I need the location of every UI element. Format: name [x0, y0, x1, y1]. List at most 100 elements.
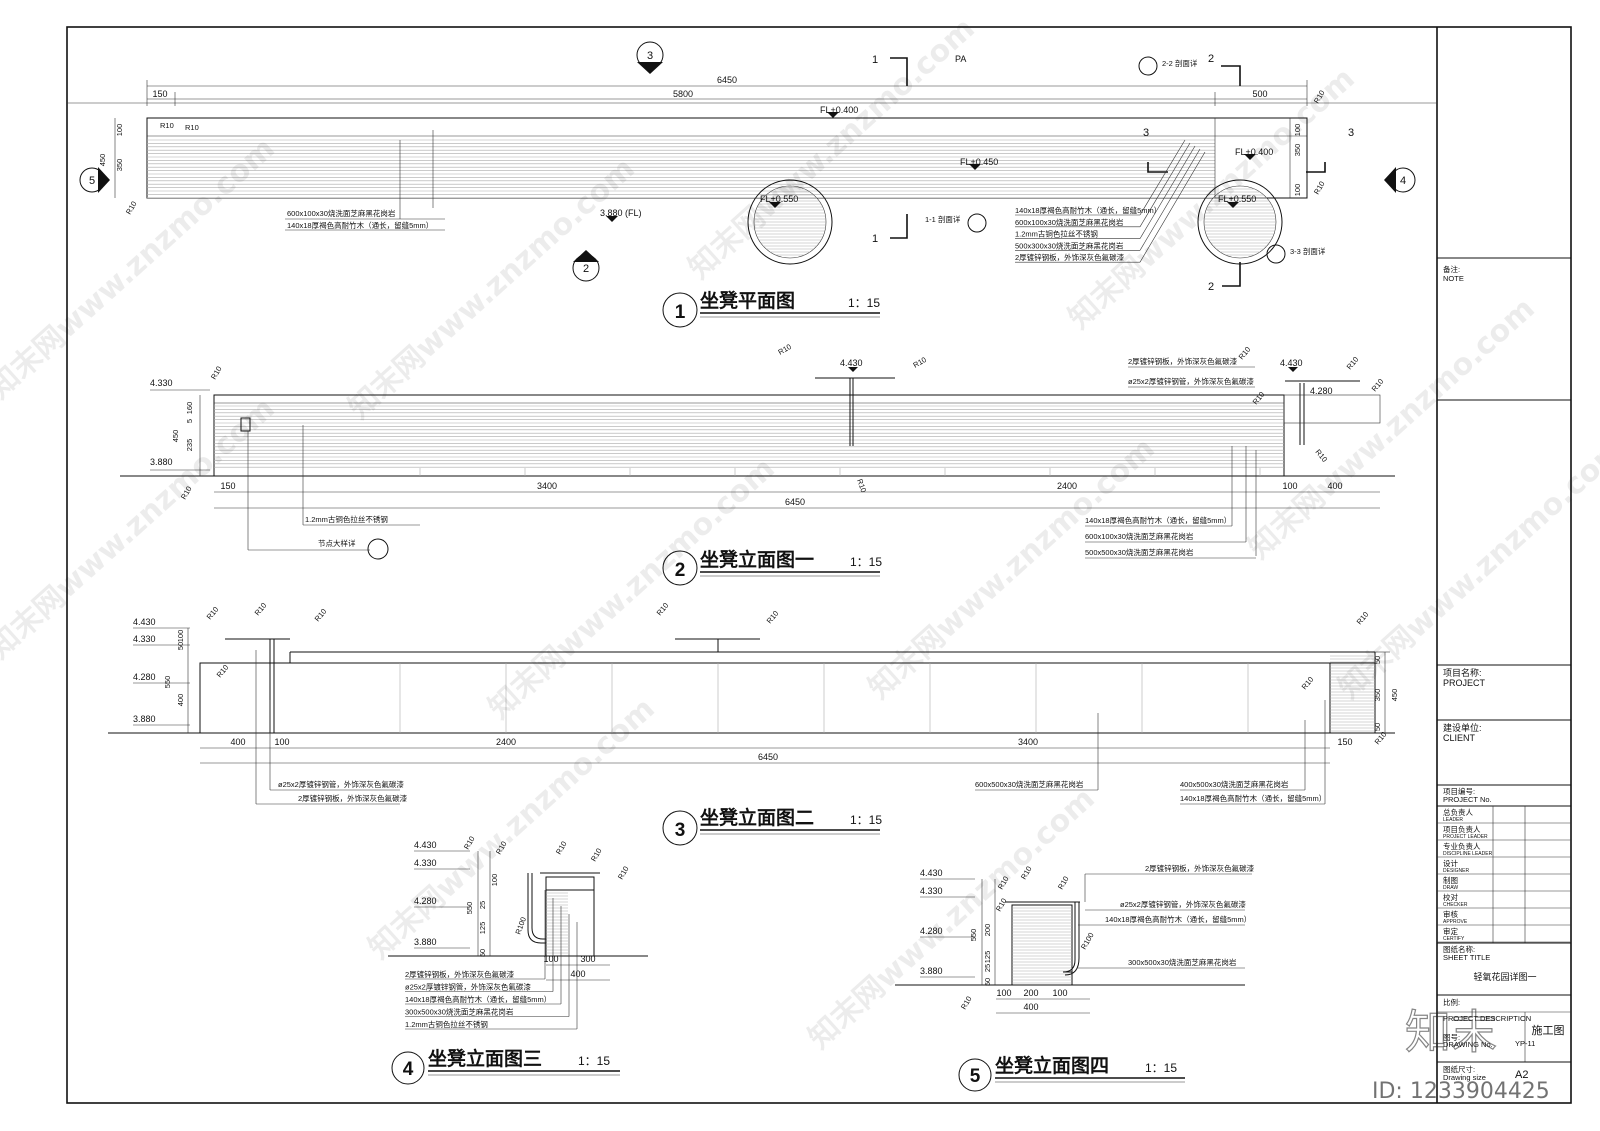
svg-text:PA: PA — [955, 54, 966, 64]
svg-text:DISCIPLINE LEADER: DISCIPLINE LEADER — [1443, 851, 1493, 857]
elevation-2: 4.430 4.330 4.280 3.880 50 100 550 400 5… — [108, 601, 1399, 846]
svg-text:R10: R10 — [589, 847, 604, 863]
svg-text:3400: 3400 — [1018, 737, 1038, 747]
svg-text:4.430: 4.430 — [1280, 358, 1303, 368]
svg-text:450: 450 — [98, 154, 107, 167]
svg-text:600x100x30烧洗面芝麻黑花岗岩: 600x100x30烧洗面芝麻黑花岗岩 — [1085, 531, 1194, 541]
svg-text:R10: R10 — [185, 123, 199, 132]
svg-text:100: 100 — [1293, 124, 1302, 137]
view-marker-4: 4 — [1384, 167, 1416, 193]
svg-text:PROJECT DESCRIPTION: PROJECT DESCRIPTION — [1443, 1014, 1531, 1023]
svg-text:R10: R10 — [959, 995, 974, 1011]
sheet-title: 轻氧花园详图一 — [1473, 971, 1536, 982]
svg-text:25: 25 — [983, 964, 992, 972]
svg-text:R10: R10 — [253, 601, 269, 617]
view-marker-3: 3 — [636, 41, 664, 74]
plan-callout-1: 600x100x30烧洗面芝麻黑花岗岩 — [1015, 217, 1124, 227]
svg-text:FL+0.550: FL+0.550 — [760, 194, 798, 204]
svg-text:4.330: 4.330 — [414, 858, 437, 868]
svg-text:R10: R10 — [160, 121, 174, 130]
role-6: 审核 — [1443, 909, 1459, 919]
svg-text:1：15: 1：15 — [578, 1054, 610, 1068]
svg-text:1: 1 — [675, 302, 686, 323]
svg-text:4.280: 4.280 — [1310, 386, 1333, 396]
svg-text:50: 50 — [478, 949, 487, 957]
svg-text:R10: R10 — [554, 840, 569, 856]
svg-text:APPROVE: APPROVE — [1443, 919, 1468, 925]
svg-text:500x500x30烧洗面芝麻黑花岗岩: 500x500x30烧洗面芝麻黑花岗岩 — [1085, 547, 1194, 557]
svg-text:550: 550 — [465, 902, 474, 915]
svg-text:25: 25 — [478, 901, 487, 909]
role-4: 制图 — [1443, 875, 1458, 885]
svg-text:550: 550 — [163, 676, 172, 689]
svg-text:100: 100 — [176, 630, 185, 643]
elev2-title: 坐凳立面图二 — [700, 806, 814, 829]
svg-text:R10: R10 — [616, 865, 631, 881]
svg-text:4.430: 4.430 — [920, 868, 943, 878]
svg-text:R10: R10 — [215, 663, 231, 679]
drawing-number: YP-11 — [1515, 1039, 1535, 1048]
svg-text:SHEET TITLE: SHEET TITLE — [1443, 953, 1490, 962]
svg-text:4.280: 4.280 — [920, 926, 943, 936]
watermark-id: ID: 1233904425 — [1372, 1079, 1550, 1104]
svg-text:50: 50 — [1373, 723, 1382, 731]
svg-text:R10: R10 — [1345, 355, 1361, 371]
plan-callout-2: 1.2mm古铜色拉丝不锈钢 — [1015, 229, 1098, 239]
svg-text:R10: R10 — [1300, 675, 1316, 691]
svg-text:1: 1 — [872, 54, 878, 66]
plan-slats — [147, 139, 1215, 199]
title-block: 备注: NOTE 项目名称: PROJECT 建设单位: CLIENT 项目编号… — [1437, 257, 1571, 1082]
svg-text:400: 400 — [1327, 481, 1342, 491]
elev3-callout-1: ø25x2厚镀锌钢管，外饰深灰色氟碳漆 — [405, 982, 531, 992]
svg-text:CLIENT: CLIENT — [1443, 733, 1476, 743]
elev1-bench — [213, 394, 1285, 477]
svg-text:图纸尺寸:: 图纸尺寸: — [1443, 1064, 1475, 1074]
svg-text:450: 450 — [171, 430, 180, 443]
outer-frame — [66, 26, 1572, 1104]
svg-text:ø25x2厚镀锌钢管，外饰深灰色氟碳漆: ø25x2厚镀锌钢管，外饰深灰色氟碳漆 — [1120, 899, 1246, 909]
svg-text:3.880: 3.880 — [150, 457, 173, 467]
svg-text:4: 4 — [403, 1059, 414, 1080]
svg-text:1：15: 1：15 — [848, 296, 880, 310]
svg-text:3.880: 3.880 — [414, 937, 437, 947]
svg-text:PROJECT No.: PROJECT No. — [1443, 795, 1492, 804]
svg-text:100: 100 — [274, 737, 289, 747]
svg-text:R10: R10 — [1056, 875, 1071, 891]
role-7: 审定 — [1443, 926, 1459, 936]
svg-text:2: 2 — [1208, 281, 1214, 293]
svg-text:350: 350 — [1373, 689, 1382, 702]
svg-text:节点大样详: 节点大样详 — [318, 538, 356, 548]
role-2: 专业负责人 — [1443, 841, 1481, 851]
svg-text:R10: R10 — [912, 355, 928, 370]
svg-text:300x500x30烧洗面芝麻黑花岗岩: 300x500x30烧洗面芝麻黑花岗岩 — [1128, 957, 1237, 967]
elev3-title: 坐凳立面图三 — [428, 1047, 542, 1070]
svg-text:3: 3 — [1143, 127, 1149, 139]
plan-callout-3: 500x300x30烧洗面芝麻黑花岗岩 — [1015, 240, 1124, 250]
view-marker-2: 2 — [572, 250, 600, 282]
svg-text:图纸名称:: 图纸名称: — [1443, 944, 1475, 954]
svg-text:DRAW: DRAW — [1443, 885, 1458, 891]
elev3-callout-0: 2厚镀锌钢板，外饰深灰色氟碳漆 — [405, 969, 515, 979]
svg-text:350: 350 — [115, 159, 124, 172]
svg-text:4.430: 4.430 — [414, 840, 437, 850]
svg-text:2400: 2400 — [496, 737, 516, 747]
svg-text:400: 400 — [230, 737, 245, 747]
svg-text:350: 350 — [1293, 144, 1302, 157]
watermark-logo: 知末 — [1405, 1005, 1497, 1059]
plan-dim-150: 150 — [152, 89, 167, 99]
watermark-text: 知末网www.znzmo.com — [482, 451, 782, 726]
elev4-title: 坐凳立面图四 — [995, 1054, 1109, 1077]
level-fl450: FL+0.450 — [960, 157, 998, 167]
watermark-text: 知末网www.znzmo.com — [682, 11, 982, 286]
watermark-text: 知末网www.znzmo.com — [1242, 291, 1542, 566]
svg-text:DESIGNER: DESIGNER — [1443, 868, 1470, 874]
svg-text:PROJECT LEADER: PROJECT LEADER — [1443, 834, 1488, 840]
svg-text:4.330: 4.330 — [920, 886, 943, 896]
svg-text:R10: R10 — [655, 601, 671, 617]
svg-text:FL+0.400: FL+0.400 — [1235, 147, 1273, 157]
svg-text:400x500x30烧洗面芝麻黑花岗岩: 400x500x30烧洗面芝麻黑花岗岩 — [1180, 779, 1289, 789]
svg-text:CERTIFY: CERTIFY — [1443, 936, 1465, 942]
svg-text:R10: R10 — [313, 607, 329, 623]
svg-text:DRAWING No.: DRAWING No. — [1443, 1040, 1493, 1049]
